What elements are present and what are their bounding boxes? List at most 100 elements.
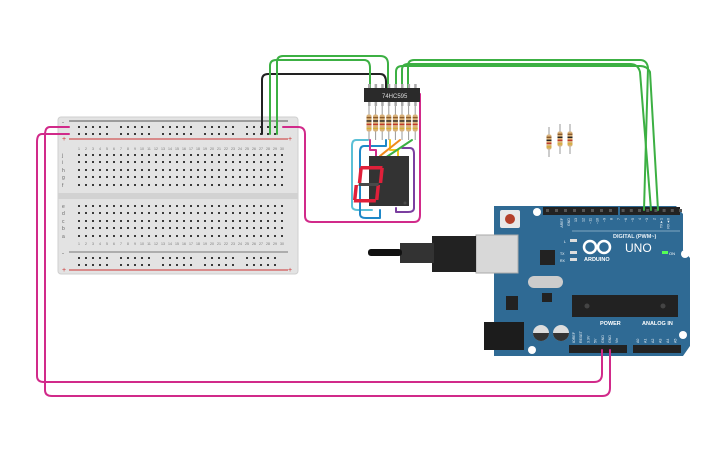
breadboard-hole[interactable] (218, 257, 220, 259)
breadboard-hole[interactable] (134, 176, 136, 178)
wire-yellow[interactable] (389, 139, 399, 157)
seven-segment-display[interactable]: 0 (352, 156, 409, 206)
breadboard-hole[interactable] (78, 169, 80, 171)
breadboard-hole[interactable] (274, 176, 276, 178)
breadboard-hole[interactable] (204, 133, 206, 135)
breadboard-hole[interactable] (190, 264, 192, 266)
breadboard-hole[interactable] (127, 154, 129, 156)
breadboard-hole[interactable] (211, 154, 213, 156)
breadboard-hole[interactable] (99, 235, 101, 237)
breadboard-hole[interactable] (183, 133, 185, 135)
breadboard-hole[interactable] (148, 126, 150, 128)
breadboard-hole[interactable] (99, 257, 101, 259)
breadboard-hole[interactable] (99, 205, 101, 207)
breadboard-hole[interactable] (85, 133, 87, 135)
resistor[interactable] (379, 114, 385, 132)
breadboard-hole[interactable] (148, 205, 150, 207)
breadboard-hole[interactable] (85, 169, 87, 171)
breadboard-hole[interactable] (169, 184, 171, 186)
breadboard-hole[interactable] (134, 264, 136, 266)
breadboard-hole[interactable] (197, 220, 199, 222)
breadboard-hole[interactable] (253, 235, 255, 237)
breadboard-hole[interactable] (267, 264, 269, 266)
breadboard-hole[interactable] (260, 257, 262, 259)
breadboard-hole[interactable] (99, 227, 101, 229)
breadboard-hole[interactable] (120, 126, 122, 128)
breadboard-hole[interactable] (204, 176, 206, 178)
breadboard-hole[interactable] (176, 161, 178, 163)
breadboard-hole[interactable] (120, 133, 122, 135)
breadboard-hole[interactable] (85, 161, 87, 163)
breadboard-hole[interactable] (246, 154, 248, 156)
breadboard-hole[interactable] (134, 257, 136, 259)
header-pin[interactable] (670, 209, 674, 212)
breadboard-hole[interactable] (162, 154, 164, 156)
breadboard-hole[interactable] (134, 184, 136, 186)
breadboard-hole[interactable] (141, 154, 143, 156)
breadboard-hole[interactable] (274, 154, 276, 156)
breadboard-hole[interactable] (197, 205, 199, 207)
breadboard-hole[interactable] (204, 264, 206, 266)
breadboard-hole[interactable] (162, 220, 164, 222)
breadboard-hole[interactable] (78, 227, 80, 229)
breadboard-hole[interactable] (99, 212, 101, 214)
breadboard-hole[interactable] (183, 227, 185, 229)
breadboard-hole[interactable] (232, 176, 234, 178)
breadboard-hole[interactable] (155, 205, 157, 207)
wire-green-latch[interactable] (401, 63, 652, 211)
breadboard-hole[interactable] (113, 212, 115, 214)
breadboard-hole[interactable] (106, 227, 108, 229)
breadboard-hole[interactable] (218, 154, 220, 156)
breadboard-hole[interactable] (78, 154, 80, 156)
breadboard-hole[interactable] (78, 264, 80, 266)
usb-cable[interactable] (368, 236, 476, 272)
breadboard-hole[interactable] (176, 257, 178, 259)
breadboard-hole[interactable] (176, 264, 178, 266)
breadboard-hole[interactable] (127, 220, 129, 222)
breadboard-hole[interactable] (225, 161, 227, 163)
breadboard-hole[interactable] (134, 205, 136, 207)
breadboard-hole[interactable] (99, 126, 101, 128)
breadboard-hole[interactable] (148, 264, 150, 266)
breadboard-hole[interactable] (225, 184, 227, 186)
breadboard-hole[interactable] (253, 169, 255, 171)
breadboard-hole[interactable] (169, 227, 171, 229)
breadboard-hole[interactable] (92, 264, 94, 266)
breadboard-hole[interactable] (162, 205, 164, 207)
breadboard-hole[interactable] (169, 126, 171, 128)
breadboard-hole[interactable] (253, 126, 255, 128)
breadboard-hole[interactable] (260, 161, 262, 163)
header-pin[interactable] (555, 209, 558, 212)
breadboard-hole[interactable] (218, 133, 220, 135)
breadboard-hole[interactable] (267, 176, 269, 178)
breadboard-hole[interactable] (197, 212, 199, 214)
wire-5v[interactable] (44, 126, 611, 397)
breadboard-hole[interactable] (78, 126, 80, 128)
breadboard-hole[interactable] (148, 154, 150, 156)
breadboard-hole[interactable] (204, 227, 206, 229)
breadboard-hole[interactable] (204, 235, 206, 237)
breadboard-hole[interactable] (183, 126, 185, 128)
breadboard-hole[interactable] (162, 161, 164, 163)
breadboard-hole[interactable] (120, 257, 122, 259)
breadboard-hole[interactable] (113, 184, 115, 186)
breadboard-hole[interactable] (183, 205, 185, 207)
breadboard-hole[interactable] (169, 169, 171, 171)
breadboard-hole[interactable] (232, 227, 234, 229)
breadboard-hole[interactable] (134, 227, 136, 229)
breadboard-hole[interactable] (260, 227, 262, 229)
breadboard-hole[interactable] (85, 154, 87, 156)
wire-gnd[interactable] (36, 133, 603, 383)
power-header[interactable] (569, 345, 627, 353)
breadboard-hole[interactable] (141, 220, 143, 222)
breadboard-hole[interactable] (274, 205, 276, 207)
breadboard-hole[interactable] (183, 184, 185, 186)
breadboard-hole[interactable] (218, 220, 220, 222)
breadboard-hole[interactable] (92, 154, 94, 156)
breadboard-hole[interactable] (253, 161, 255, 163)
breadboard-hole[interactable] (225, 169, 227, 171)
breadboard-hole[interactable] (246, 169, 248, 171)
breadboard[interactable]: - + - + + + 1122334455667788991010111112… (57, 116, 299, 275)
breadboard-hole[interactable] (120, 176, 122, 178)
breadboard-hole[interactable] (78, 212, 80, 214)
